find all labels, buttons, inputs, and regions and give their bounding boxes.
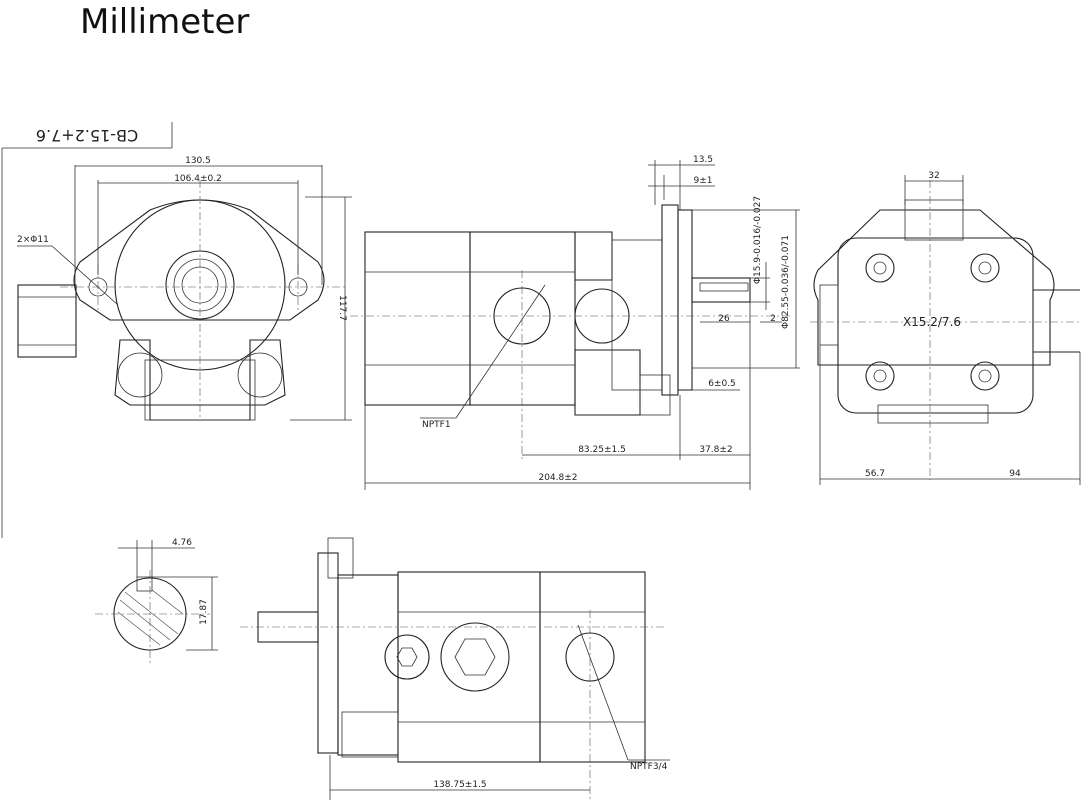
dim-flange-offset: 6±0.5 [708,379,736,389]
dim-keyway-depth: 2 [770,314,776,324]
bottom-view: NPTF3/4 138.75±1.5 [240,537,670,800]
dim-shaft-dia: Φ15.9-0.016/-0.027 [753,196,763,284]
dim-outlet-port: NPTF3/4 [630,762,668,772]
dim-total-len: 204.8±2 [538,473,577,483]
rear-view: X15.2/7.6 32 56.7 94 [810,171,1081,485]
dim-key-width: 4.76 [172,538,192,548]
dim-step: 9±1 [694,176,713,186]
dim-flange-to-end: 37.8±2 [699,445,732,455]
dim-inlet-port: NPTF1 [422,420,451,430]
dim-rear-right: 94 [1009,469,1021,479]
dim-front-height: 117.7 [337,295,347,321]
dim-flange-thick: 13.5 [693,155,713,165]
dim-rear-left: 56.7 [865,469,885,479]
key-section: 4.76 17.87 [95,538,218,665]
front-view: 130.5 106.4±0.2 2×Φ11 117.7 [17,156,352,421]
rear-label: X15.2/7.6 [903,315,961,329]
dim-holes: 2×Φ11 [17,235,49,245]
model-label-box: CB-15.2+7.6 [1,122,173,538]
dim-hole-spacing: 106.4±0.2 [174,174,222,184]
page-title: Millimeter [80,2,250,42]
dim-port-pos2: 138.75±1.5 [433,780,486,790]
side-view: NPTF1 13.5 9±1 Φ15.9-0.016/-0.027 Φ82.55… [350,155,800,490]
dim-pilot-dia: Φ82.55-0.036/-0.071 [781,235,791,329]
dim-key-height: 17.87 [199,599,209,625]
dim-port-pos: 83.25±1.5 [578,445,626,455]
dim-bolt-spacing: 32 [928,171,939,181]
dim-shaft-len: 26 [718,314,730,324]
model-label: CB-15.2+7.6 [36,126,138,145]
dim-front-width: 130.5 [185,156,211,166]
